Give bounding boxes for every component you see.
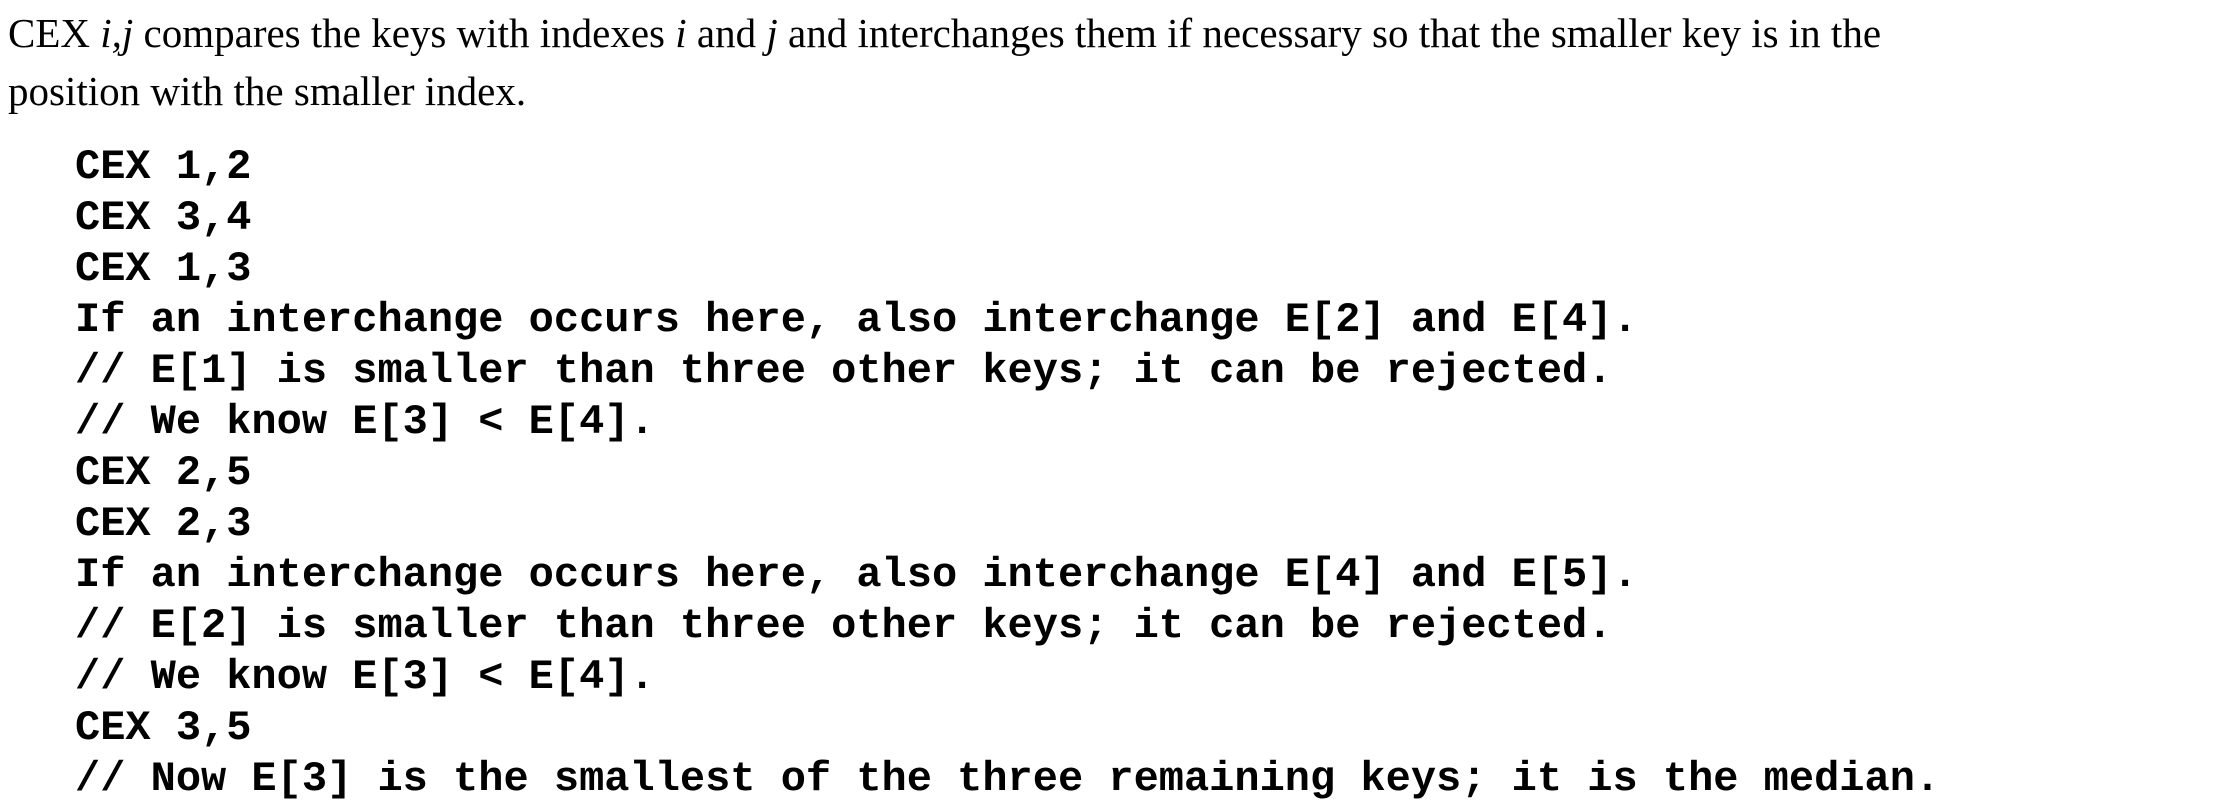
code-line: CEX 3,5 [75,704,252,752]
paragraph-italic-i: i [675,10,687,56]
code-line: CEX 2,5 [75,449,252,497]
paragraph-line-2: position with the smaller index. [8,62,1881,120]
code-line: // We know E[3] < E[4]. [75,398,655,446]
paragraph-text: and interchanges them if necessary so th… [777,10,1882,56]
code-line: If an interchange occurs here, also inte… [75,296,1638,344]
paragraph-italic-ij: i,j [100,10,134,56]
paragraph-italic-j: j [766,10,778,56]
code-line: CEX 3,4 [75,194,252,242]
paragraph-text: and [686,10,767,56]
code-line: // Now E[3] is the smallest of the three… [75,755,1941,803]
code-block: CEX 1,2 CEX 3,4 CEX 1,3 If an interchang… [75,142,1940,805]
paragraph-text: CEX [8,10,101,56]
paragraph-line-1: CEX i,j compares the keys with indexes i… [8,4,1881,62]
code-line: If an interchange occurs here, also inte… [75,551,1638,599]
code-line: // E[1] is smaller than three other keys… [75,347,1613,395]
paragraph-text: position with the smaller index. [8,68,527,114]
code-line: CEX 2,3 [75,500,252,548]
code-line: CEX 1,2 [75,143,252,191]
code-line: // We know E[3] < E[4]. [75,653,655,701]
paragraph-text: compares the keys with indexes [133,10,676,56]
code-line: // E[2] is smaller than three other keys… [75,602,1613,650]
intro-paragraph: CEX i,j compares the keys with indexes i… [8,4,1881,120]
code-line: CEX 1,3 [75,245,252,293]
